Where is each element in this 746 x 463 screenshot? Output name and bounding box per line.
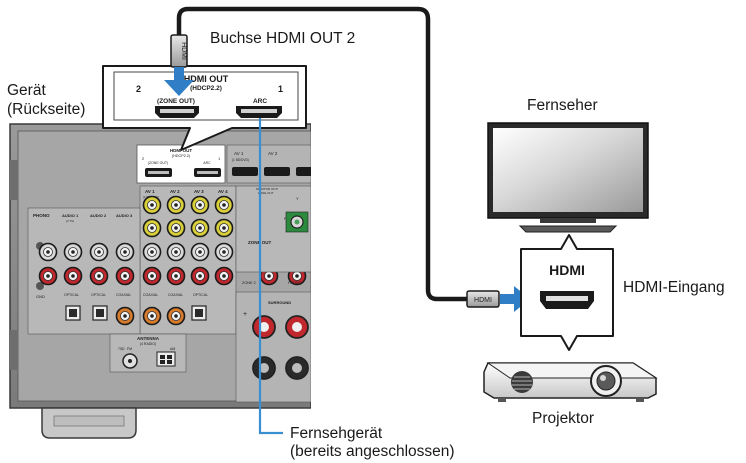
panel-zone-out-small: (ZONE OUT) [148,161,168,165]
tv-label: Fernseher [527,97,598,114]
panel-ohm-label: 75Ω [118,347,125,351]
rca-jack-pin-13 [123,250,127,254]
panel-audio2-label: AUDIO 2 [90,213,107,218]
panel-zone2-label: ZONE 2 [242,281,256,285]
rca-jack-pin-32 [174,314,178,318]
callout-port1-number: 1 [278,84,283,94]
panel-optical-label-3: OPTICAL [193,293,208,297]
panel-av1-label: AV 1 [145,189,155,194]
panel-audio1-sub: (2 TV) [66,219,74,223]
rca-jack-pin-2 [174,203,178,207]
panel-av1-hdmi-label: AV 1 [234,151,244,156]
projector-illustration [483,362,658,402]
rca-jack-pin-5 [150,226,154,230]
panel-antenna-label: ANTENNA [137,336,160,341]
panel-optical-label-2: OPTICAL [91,293,106,297]
panel-front-label: FRONT [288,281,302,285]
tv-device-label: Fernsehgerät [290,425,383,442]
panel-num2: 2 [142,156,145,161]
panel-audio1-label: AUDIO 1 [62,213,79,218]
hdmi-plug-right: HDMI [466,290,500,308]
callout-port1-caption: ARC [253,98,267,105]
plug-label-right: HDMI [474,297,492,304]
hdmi-out2-socket-label: Buchse HDMI OUT 2 [210,30,356,47]
callout-port2-number: 2 [136,84,141,94]
panel-fm-label: FM [127,347,132,351]
panel-am-label: AM [170,347,175,351]
rca-jack-pin-23 [123,274,127,278]
rca-jack-pin-20 [46,274,50,278]
rca-jack-pin-25 [174,274,178,278]
svg-text:+: + [243,311,247,318]
rca-jack-pin-21 [71,274,75,278]
callout-port2-caption: (ZONE OUT) [157,98,195,105]
hdmi-cable-black [176,6,478,302]
panel-monitor-zone-label: ZONE OUT [258,191,274,195]
rca-jack-pin-11 [71,250,75,254]
rca-jacks [38,195,307,326]
device-label: Gerät [7,82,46,99]
rca-jack-pin-3 [198,203,202,207]
insert-arrow-right [500,286,530,312]
rca-jack-pin-29 [295,274,299,278]
rca-jack-pin-10 [46,250,50,254]
projector-label: Projektor [532,410,595,427]
panel-av4-label: AV 4 [218,189,228,194]
panel-surround-label: SURROUND [268,300,291,305]
rca-jack-pin-8 [222,226,226,230]
rca-jack-pin-16 [198,250,202,254]
callout-hdcp-subtitle: (HDCP2.2) [190,85,222,92]
rca-jack-pin-1 [150,203,154,207]
rca-jack-pin-31 [150,314,154,318]
panel-av3-label: AV 3 [194,189,204,194]
rca-jack-pin-14 [150,250,154,254]
rca-jack-pin-26 [198,274,202,278]
panel-phono-label: PHONO [33,213,50,218]
rca-jack-pin-17 [222,250,226,254]
panel-num1: 1 [218,156,221,161]
rca-jack-pin-24 [150,274,154,278]
device-rear-label: (Rückseite) [7,101,86,118]
panel-hdcp-label: (HDCP2.2) [172,154,191,158]
callout-hdmi-out-title: HDMI OUT [184,74,229,84]
panel-monitor-out-label: MONITOR OUT/ [256,187,278,191]
rca-jack-pin-12 [97,250,101,254]
tv-illustration [487,122,649,233]
panel-arc-small: ARC [203,161,211,165]
rca-jack-pin-22 [97,274,101,278]
panel-av1-hdmi-sub: (1 BD/DVD) [232,158,249,162]
rca-jack-pin-7 [198,226,202,230]
rca-jack-pin-30 [123,314,127,318]
hdmi-out-callout: HDMI OUT (HDCP2.2) 2 1 (ZONE OUT) ARC [102,65,307,151]
hdmi-in-callout: HDMI [520,234,614,351]
panel-antenna-sub: (4 RADIO) [140,342,156,346]
plug-label-top: HDMI [180,42,187,60]
tv-cable-blue [258,118,283,435]
panel-av2-label: AV 2 [170,189,180,194]
panel-coaxial-label-2: COAXIAL [143,293,158,297]
panel-y-label: Y [296,196,299,201]
rca-jack-pin-27 [222,274,226,278]
panel-gnd-label: GND [36,294,45,299]
panel-av2-hdmi-label: AV 2 [268,151,278,156]
panel-coaxial-label-3: COAXIAL [168,293,183,297]
hdmi-input-label: HDMI-Eingang [623,279,725,296]
rca-jack-pin-6 [174,226,178,230]
panel-audio3-label: AUDIO 3 [116,213,133,218]
tv-device-status-label: (bereits angeschlossen) [290,443,455,460]
insert-arrow-down [164,67,194,96]
panel-optical-label-1: OPTICAL [64,293,79,297]
hdmi-in-title: HDMI [549,262,585,278]
rca-jack-pin-15 [174,250,178,254]
rca-jack-pin-4 [222,203,226,207]
hdmi-plug-top: HDMI [170,34,188,68]
device-rear-panel: HDMI OUT (HDCP2.2) 2 1 (ZONE OUT) ARC AV… [9,123,311,409]
rca-jack-pin-28 [267,274,271,278]
panel-coaxial-label-1: COAXIAL [116,293,131,297]
projector-vent [511,371,533,393]
